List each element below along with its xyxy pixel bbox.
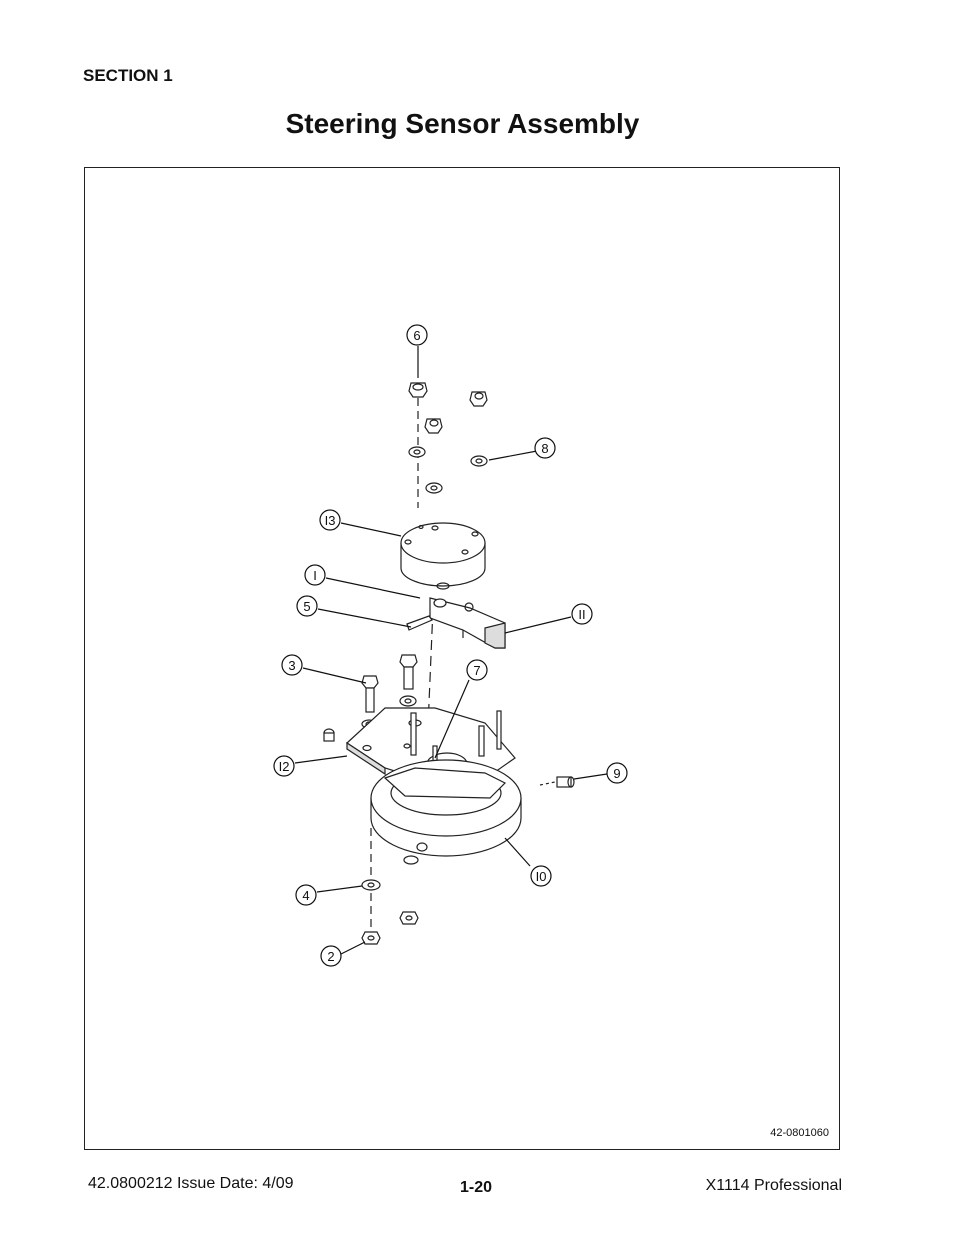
washer-part-4	[361, 879, 381, 891]
pin-far-right	[496, 710, 502, 750]
callouts	[273, 324, 628, 967]
bolt-upper-center	[399, 654, 418, 690]
page-title: Steering Sensor Assembly	[285, 108, 640, 139]
callout-13-label: I3	[325, 513, 336, 528]
parts-diagram-frame: 6 8 I3 I 5 II 3 7 I2 9 I0 4 2 42-0801060	[84, 167, 840, 1150]
callout-12	[273, 755, 295, 777]
callout-13	[319, 509, 341, 531]
nut-part-6	[408, 382, 428, 398]
callout-7-label: 7	[473, 663, 480, 678]
section-label: SECTION 1	[83, 66, 173, 85]
callout-3-label: 3	[288, 658, 295, 673]
callout-6	[406, 324, 428, 346]
footer-page-number: 1-20	[460, 1179, 493, 1196]
pin-left	[410, 712, 417, 756]
callout-8	[534, 437, 556, 459]
callout-9	[606, 762, 628, 784]
washer-part-8	[470, 455, 488, 467]
callout-11-label: II	[578, 607, 585, 622]
callout-11	[571, 603, 593, 625]
nut-part-2	[361, 931, 381, 945]
callout-2-label: 2	[327, 949, 334, 964]
washer-upper-left	[408, 446, 426, 458]
callout-9-label: 9	[613, 766, 620, 781]
nut-lower-center	[399, 911, 419, 925]
washer-center	[399, 695, 417, 707]
setscrew-lower	[403, 842, 428, 865]
footer-product: X1114 Professional	[705, 1177, 842, 1194]
callout-3	[281, 654, 303, 676]
callout-6-label: 6	[413, 328, 420, 343]
callout-7	[466, 659, 488, 681]
callout-10-label: I0	[536, 869, 547, 884]
parts-diagram: 6 8 I3 I 5 II 3 7 I2 9 I0 4 2	[273, 324, 628, 967]
figure-id: 42-0801060	[770, 1127, 829, 1139]
callout-8-label: 8	[541, 441, 548, 456]
shaft-part-5	[406, 615, 433, 631]
bolt-part-3	[361, 675, 379, 713]
callout-12-label: I2	[279, 759, 290, 774]
sensor-arm-part-11	[429, 597, 506, 649]
callout-4	[295, 884, 317, 906]
standoff-left	[323, 728, 335, 742]
screw-part-9	[539, 776, 575, 788]
callout-1-label: I	[313, 568, 317, 583]
callout-5-label: 5	[303, 599, 310, 614]
callout-1	[304, 564, 326, 586]
nut-upper-right	[469, 391, 488, 407]
nut-upper-mid	[424, 418, 443, 434]
callout-5	[296, 595, 318, 617]
callout-10	[530, 865, 552, 887]
washer-upper-mid	[425, 482, 443, 494]
callout-2	[320, 945, 342, 967]
callout-4-label: 4	[302, 888, 309, 903]
sensor-housing-part-13	[400, 522, 486, 590]
base-ring-part-10	[370, 759, 522, 857]
footer-doc-issue: 42.0800212 Issue Date: 4/09	[88, 1175, 294, 1192]
pin-right	[478, 725, 485, 757]
